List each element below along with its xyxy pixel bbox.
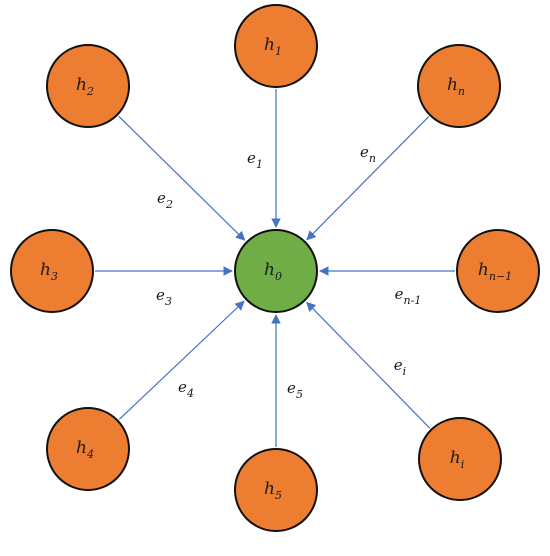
edge-label-h4: e4 bbox=[178, 378, 194, 400]
edges-layer bbox=[95, 89, 455, 447]
edge-label-h1: e1 bbox=[247, 149, 263, 171]
nodes-layer: h1 h2 hn h3 hn−1 h4 h5 hi h0 bbox=[10, 4, 540, 532]
node-label-h3: h3 bbox=[40, 260, 58, 283]
node-circle-h0 bbox=[234, 229, 318, 313]
node-circle-h1 bbox=[234, 4, 318, 88]
node-label-h4: h4 bbox=[76, 438, 94, 461]
edge-label-hn1: en-1 bbox=[395, 285, 422, 307]
node-label-h5: h5 bbox=[264, 479, 282, 502]
node-circle-hi bbox=[418, 417, 502, 501]
node-label-hn1: hn−1 bbox=[478, 260, 512, 283]
node-circle-hn1 bbox=[456, 229, 540, 313]
node-label-h2: h2 bbox=[76, 75, 94, 98]
edge-label-h3: e3 bbox=[156, 286, 172, 308]
edge-arrow-hn-to-h0 bbox=[306, 116, 430, 241]
edge-arrow-h4-to-h0 bbox=[118, 300, 245, 420]
node-circle-hn bbox=[417, 44, 501, 128]
node-label-h0: h0 bbox=[264, 260, 282, 283]
node-h0: h0 bbox=[234, 229, 318, 313]
edge-labels-layer: e1 e2 en e3 en-1 e4 e5 ei bbox=[156, 143, 421, 401]
node-label-hn: hn bbox=[447, 75, 465, 98]
edge-arrow-h2-to-h0 bbox=[118, 115, 246, 241]
node-circle-h5 bbox=[234, 448, 318, 532]
node-h5: h5 bbox=[234, 448, 318, 532]
edge-label-h2: e2 bbox=[157, 189, 173, 211]
node-circle-h4 bbox=[46, 407, 130, 491]
edge-label-h5: e5 bbox=[287, 379, 303, 401]
edge-label-hi: ei bbox=[394, 356, 406, 378]
node-circle-h2 bbox=[46, 44, 130, 128]
node-label-hi: hi bbox=[450, 448, 464, 471]
node-h1: h1 bbox=[234, 4, 318, 88]
node-h3: h3 bbox=[10, 229, 94, 313]
edge-label-hn: en bbox=[360, 143, 376, 165]
node-circle-h3 bbox=[10, 229, 94, 313]
node-hn1: hn−1 bbox=[456, 229, 540, 313]
node-h4: h4 bbox=[46, 407, 130, 491]
node-hi: hi bbox=[418, 417, 502, 501]
node-label-h1: h1 bbox=[264, 35, 282, 58]
node-h2: h2 bbox=[46, 44, 130, 128]
node-hn: hn bbox=[417, 44, 501, 128]
edge-arrow-hi-to-h0 bbox=[306, 301, 431, 429]
